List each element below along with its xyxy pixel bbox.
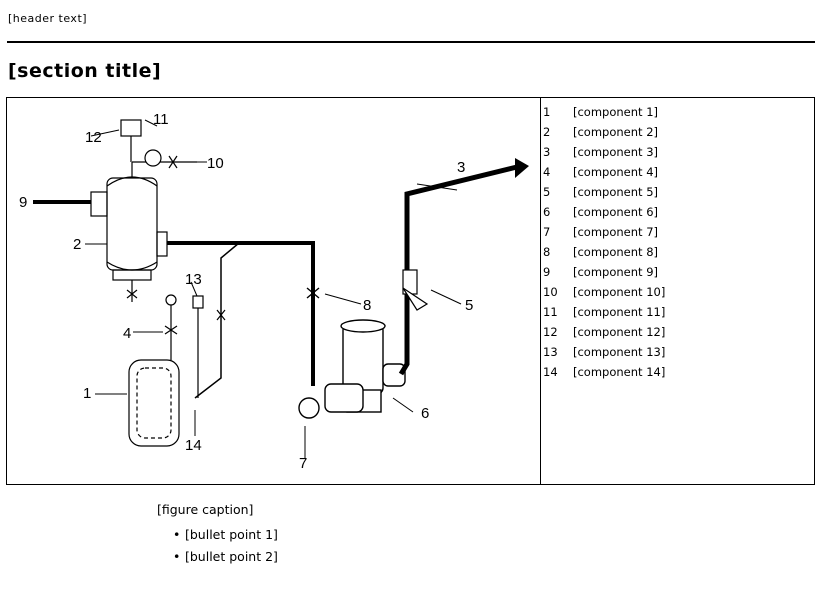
legend-item: 5[component 5] xyxy=(543,185,659,199)
legend-item: 8[component 8] xyxy=(543,245,659,259)
legend-item: 10[component 10] xyxy=(543,285,666,299)
legend-item: 1[component 1] xyxy=(543,105,659,119)
legend-item: 7[component 7] xyxy=(543,225,659,239)
header-rule xyxy=(7,41,815,43)
callout-6: 6 xyxy=(421,405,429,422)
separator-vessel xyxy=(90,162,168,302)
legend-divider xyxy=(540,98,541,484)
legend-item: 3[component 3] xyxy=(543,145,659,159)
leader-lines xyxy=(35,119,462,458)
legend-item: 6[component 6] xyxy=(543,205,659,219)
callout-12: 12 xyxy=(85,129,102,146)
outlet-pipe xyxy=(167,241,315,386)
vent-assembly xyxy=(120,119,197,169)
figure-caption: [figure caption] xyxy=(157,502,254,517)
bullet-list: •[bullet point 1] •[bullet point 2] xyxy=(173,524,278,568)
callout-7: 7 xyxy=(299,455,307,472)
callout-8: 8 xyxy=(363,297,371,314)
legend-item: 11[component 11] xyxy=(543,305,666,319)
callout-9: 9 xyxy=(19,194,27,211)
legend-item: 4[component 4] xyxy=(543,165,659,179)
callout-13: 13 xyxy=(185,271,202,288)
legend-item: 9[component 9] xyxy=(543,265,659,279)
legend-item: 13[component 13] xyxy=(543,345,666,359)
bypass-line xyxy=(194,242,240,399)
figure-frame: 1 2 3 4 5 6 7 8 9 10 11 12 13 14 1[compo… xyxy=(6,97,815,485)
flow-arrow xyxy=(515,158,529,178)
callout-14: 14 xyxy=(185,437,202,454)
callout-2: 2 xyxy=(73,236,81,253)
check-valve xyxy=(306,287,320,299)
pump xyxy=(298,319,406,419)
page-title: [section title] xyxy=(8,60,162,82)
callout-10: 10 xyxy=(207,155,224,172)
callout-1: 1 xyxy=(83,385,91,402)
legend-item: 14[component 14] xyxy=(543,365,666,379)
callout-3: 3 xyxy=(457,159,465,176)
callout-5: 5 xyxy=(465,297,473,314)
receiver-tank xyxy=(128,294,204,447)
bullet-item: •[bullet point 1] xyxy=(173,527,278,542)
callout-11: 11 xyxy=(153,111,169,128)
riser-pipe xyxy=(398,163,522,376)
callout-4: 4 xyxy=(123,325,131,342)
bullet-item: •[bullet point 2] xyxy=(173,549,278,564)
legend-item: 12[component 12] xyxy=(543,325,666,339)
strainer xyxy=(402,269,429,311)
legend-item: 2[component 2] xyxy=(543,125,659,139)
header-label: [header text] xyxy=(8,12,88,25)
component-legend: 1[component 1] 2[component 2] 3[componen… xyxy=(543,102,811,382)
piping-diagram: 1 2 3 4 5 6 7 8 9 10 11 12 13 14 xyxy=(19,111,529,472)
